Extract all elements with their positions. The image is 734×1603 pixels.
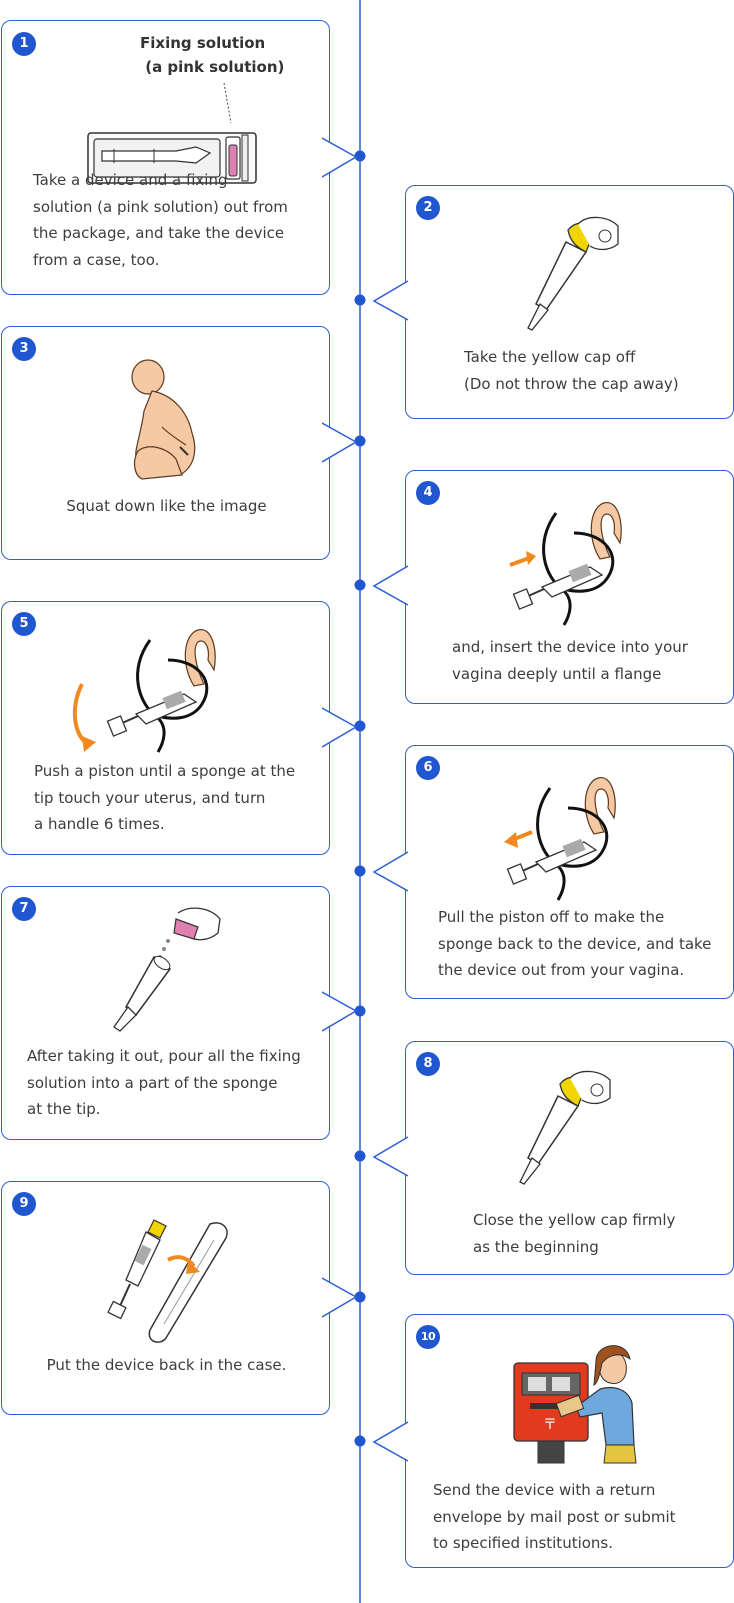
step-card-2: 2 Take the yellow cap off (Do not throw … bbox=[372, 185, 734, 419]
card-tail bbox=[322, 991, 358, 1032]
step-text: Send the device with a return envelope b… bbox=[433, 1481, 676, 1552]
step-card-1: 1 Fixing solution (a pink solution) Take… bbox=[1, 20, 358, 295]
step-number: 5 bbox=[12, 612, 36, 636]
step-number: 2 bbox=[416, 196, 440, 220]
step-number: 8 bbox=[416, 1052, 440, 1076]
step-text: Put the device back in the case. bbox=[46, 1356, 287, 1374]
step-text: Take the yellow cap off (Do not throw th… bbox=[464, 348, 679, 393]
step-card-5: 5 Push a piston until a sponge at the ti… bbox=[1, 601, 358, 855]
timeline-dot bbox=[354, 865, 366, 877]
device-package-icon bbox=[87, 82, 257, 184]
pull-piston-icon bbox=[504, 777, 616, 901]
cap-removal-icon bbox=[527, 216, 619, 331]
card-tail bbox=[322, 137, 358, 178]
card-tail bbox=[372, 565, 409, 606]
step-number: 10 bbox=[416, 1325, 440, 1349]
pour-solution-icon bbox=[113, 907, 221, 1032]
step-number: 4 bbox=[416, 481, 440, 505]
step-text: Squat down like the image bbox=[66, 497, 267, 515]
step-text: After taking it out, pour all the fixing… bbox=[27, 1047, 301, 1118]
step-text: Take a device and a fixing solution (a p… bbox=[33, 171, 288, 269]
insert-device-icon bbox=[509, 502, 622, 626]
card-tail bbox=[372, 1421, 409, 1462]
step-card-6: 6 Pull the piston off to make the sponge… bbox=[372, 745, 734, 999]
step-text: Close the yellow cap firmly as the begin… bbox=[473, 1211, 676, 1256]
svg-text:〒: 〒 bbox=[543, 1417, 557, 1433]
step-number: 6 bbox=[416, 756, 440, 780]
mail-post-icon: 〒 bbox=[513, 1345, 637, 1464]
timeline-dot bbox=[354, 1150, 366, 1162]
step-number: 3 bbox=[12, 337, 36, 361]
device-case-icon bbox=[107, 1219, 228, 1343]
step-number: 7 bbox=[12, 897, 36, 921]
callout-line-1: Fixing solution bbox=[140, 34, 266, 52]
step-card-8: 8 Close the yellow cap firmly as the beg… bbox=[372, 1041, 734, 1275]
step-text: Push a piston until a sponge at the tip … bbox=[34, 762, 296, 833]
step-card-10: 10 〒 Send the device with a return envel… bbox=[372, 1314, 734, 1568]
card-tail bbox=[372, 851, 409, 892]
step-card-3: 3 Squat down like the image bbox=[1, 326, 358, 560]
step-card-7: 7 After taking it out, pour all the fixi… bbox=[1, 886, 358, 1140]
cap-close-icon bbox=[519, 1070, 611, 1185]
card-tail bbox=[322, 422, 358, 463]
step-number: 9 bbox=[12, 1192, 36, 1216]
callout-line-2: (a pink solution) bbox=[140, 58, 285, 76]
callout-label: Fixing solution (a pink solution) bbox=[140, 31, 284, 79]
step-card-4: 4 and, insert the device into your vagin… bbox=[372, 470, 734, 704]
timeline-dot bbox=[354, 1435, 366, 1447]
card-tail bbox=[372, 1136, 409, 1177]
timeline-dot bbox=[354, 294, 366, 306]
card-tail bbox=[322, 707, 358, 748]
step-card-9: 9 Put the device back in the case. bbox=[1, 1181, 358, 1415]
card-tail bbox=[372, 280, 409, 321]
timeline-dot bbox=[354, 579, 366, 591]
step-text: and, insert the device into your vagina … bbox=[452, 638, 688, 683]
card-tail bbox=[322, 1277, 358, 1318]
step-number: 1 bbox=[12, 32, 36, 56]
squatting-person-icon bbox=[131, 359, 196, 480]
turn-handle-icon bbox=[72, 629, 216, 753]
step-text: Pull the piston off to make the sponge b… bbox=[438, 908, 712, 979]
